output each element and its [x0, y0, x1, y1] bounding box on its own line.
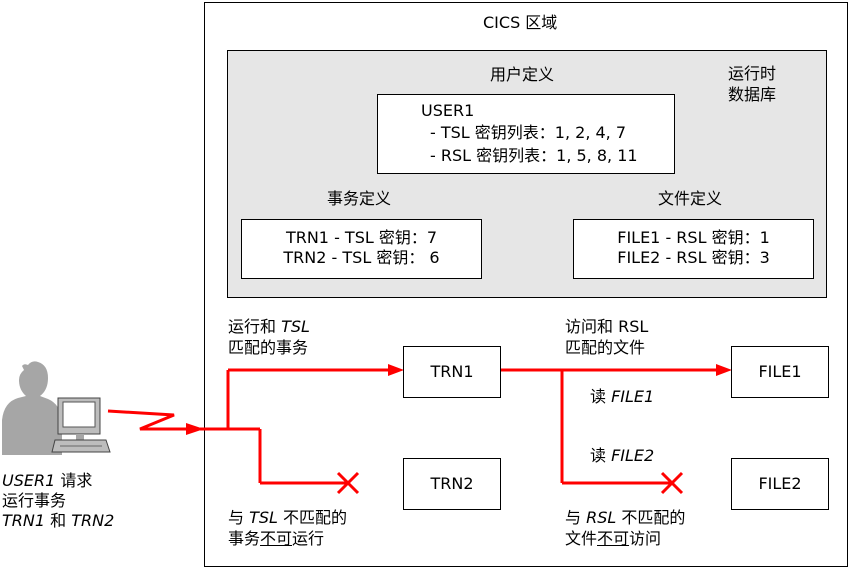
user-caption-line-1: USER1 请求: [2, 471, 93, 490]
user-figure: [2, 361, 62, 455]
read-file1-label: 读 FILE1: [590, 387, 655, 406]
file-definition-line-2: FILE2 - RSL 密钥：3: [617, 248, 770, 267]
file-definition-box: [573, 219, 814, 279]
read-file2-label: 读 FILE2: [590, 446, 655, 465]
user-caption-line-3: TRN1 和 TRN2: [2, 511, 115, 530]
user-definition-rsl: - RSL 密钥列表：1, 5, 8, 11: [430, 145, 638, 167]
user-caption-line-2: 运行事务: [2, 491, 67, 510]
person-silhouette-icon: [2, 361, 62, 455]
file2-label: FILE2: [758, 474, 802, 493]
trn2-label: TRN2: [430, 474, 474, 493]
trn2-blocked-cross-icon: [336, 471, 360, 495]
file-definition-line-1: FILE1 - RSL 密钥：1: [617, 228, 770, 247]
user-definition-heading: 用户定义: [490, 65, 555, 84]
tsl-mismatch-label-1: 与 TSL 不匹配的: [228, 508, 348, 527]
computer-terminal-icon: [51, 397, 111, 453]
user-definition-box: [377, 94, 675, 174]
transaction-definition-heading: 事务定义: [327, 189, 392, 208]
rsl-mismatch-label-1: 与 RSL 不匹配的: [565, 508, 686, 527]
runtime-database-label-2: 数据库: [728, 85, 777, 104]
run-match-label-2: 匹配的事务: [228, 338, 309, 357]
rsl-mismatch-label-2: 文件不可访问: [565, 529, 662, 548]
file2-blocked-cross-icon: [660, 471, 684, 495]
access-match-label-2: 匹配的文件: [565, 338, 646, 357]
tsl-key-list-values: 1, 2, 4, 7: [554, 123, 627, 142]
transaction-definition-line-1: TRN1 - TSL 密钥：7: [285, 228, 438, 247]
rsl-key-list-values: 1, 5, 8, 11: [556, 146, 638, 165]
transaction-definition-line-2: TRN2 - TSL 密钥： 6: [283, 248, 440, 267]
user-definition-user: USER1: [421, 101, 475, 120]
request-arrowhead: [186, 423, 204, 435]
file2-node: FILE2: [731, 458, 829, 510]
rsl-key-list-prefix: - RSL 密钥列表：: [430, 146, 557, 165]
user-definition-tsl: - TSL 密钥列表：1, 2, 4, 7: [430, 122, 626, 144]
file-definition-heading: 文件定义: [658, 189, 723, 208]
access-match-label-1: 访问和 RSL: [565, 317, 649, 336]
file1-node: FILE1: [731, 346, 829, 398]
file1-label: FILE1: [758, 362, 802, 381]
cics-region-title: CICS 区域: [483, 13, 558, 32]
trn1-label: TRN1: [430, 362, 474, 381]
trn1-node: TRN1: [403, 346, 501, 398]
tsl-mismatch-label-2: 事务不可运行: [228, 529, 325, 548]
request-zigzag-arrow: [107, 409, 192, 431]
trn2-node: TRN2: [403, 458, 501, 510]
tsl-key-list-prefix: - TSL 密钥列表：: [430, 123, 555, 142]
run-match-label-1: 运行和 TSL: [228, 317, 310, 336]
transaction-definition-box: [241, 219, 482, 279]
runtime-database-label-1: 运行时: [728, 64, 777, 83]
